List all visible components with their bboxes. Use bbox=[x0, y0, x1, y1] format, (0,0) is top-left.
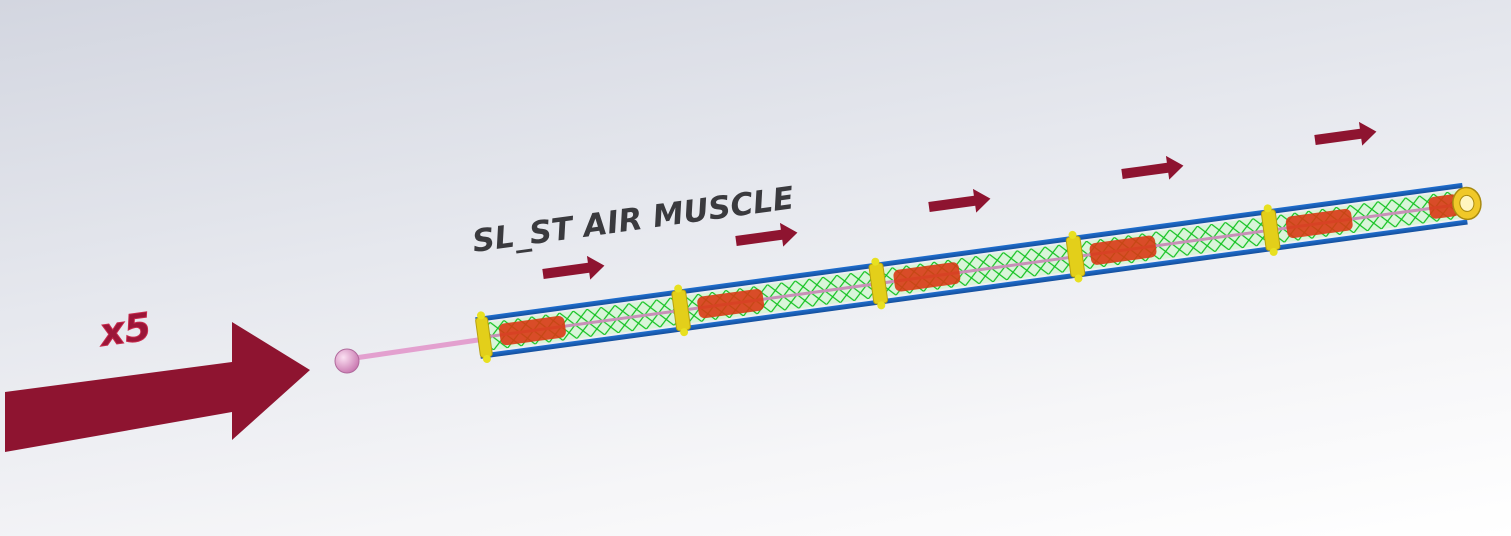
flow-arrows bbox=[542, 121, 1377, 280]
flow-arrow bbox=[735, 222, 798, 247]
flow-arrow bbox=[1314, 121, 1377, 146]
flow-arrow bbox=[1121, 155, 1184, 180]
title-label: SL_ST AIR MUSCLE bbox=[470, 180, 796, 260]
flow-arrow bbox=[542, 255, 605, 280]
flow-arrow bbox=[928, 188, 991, 213]
muscle-cores bbox=[499, 194, 1460, 346]
multiplier-label: x5 bbox=[95, 304, 154, 355]
ring-connectors bbox=[475, 204, 1281, 363]
big-input-arrow bbox=[5, 322, 310, 452]
muscle-assembly bbox=[475, 182, 1482, 363]
outer-tube-bottom bbox=[480, 219, 1468, 359]
pin-ball bbox=[334, 348, 360, 374]
pin-rod bbox=[352, 337, 481, 361]
end-cap bbox=[1452, 186, 1482, 221]
outer-tube-top bbox=[475, 182, 1463, 323]
